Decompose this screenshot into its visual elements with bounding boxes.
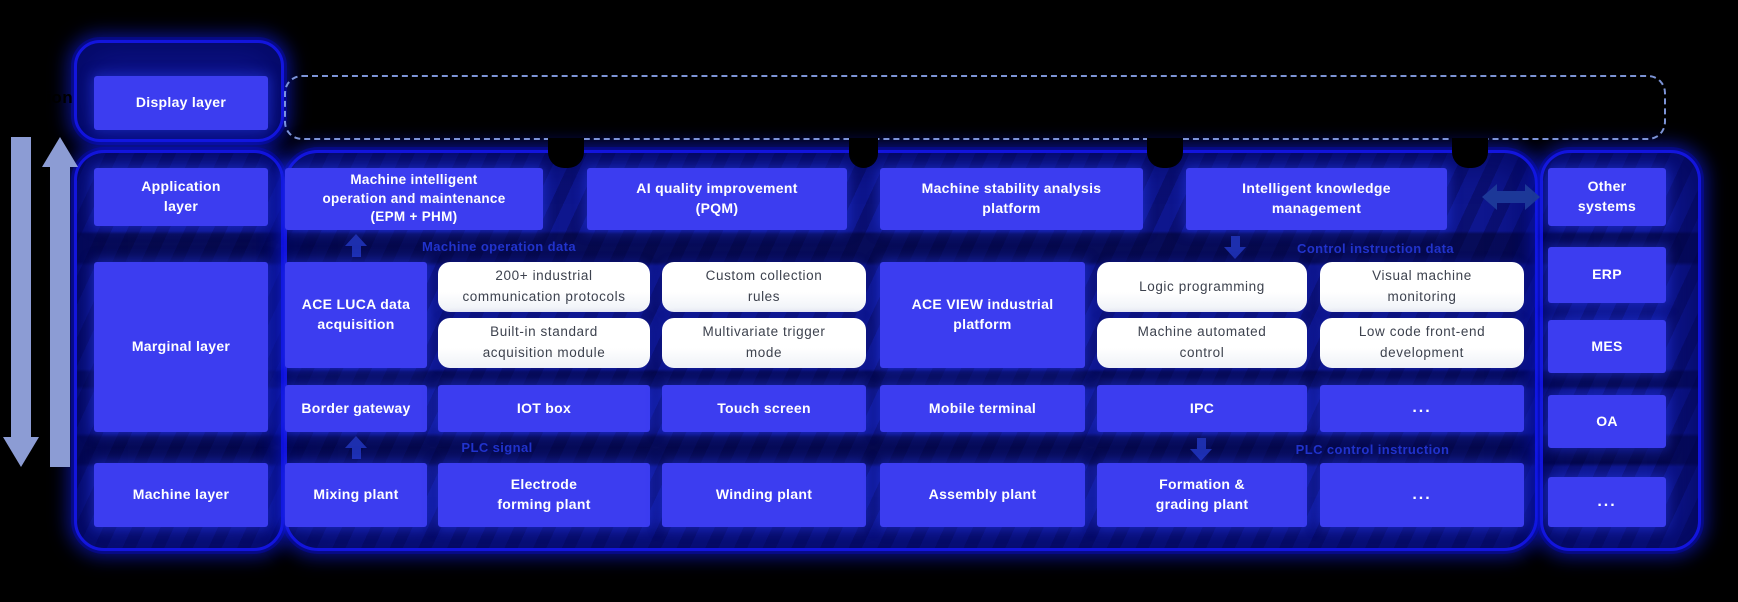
bidirectional-arrow-icon — [1482, 184, 1540, 210]
downward-flow-arrow-icon — [3, 137, 39, 467]
app-box-knowledge-management: Intelligent knowledge management — [1186, 168, 1447, 230]
plant-assembly: Assembly plant — [880, 463, 1085, 527]
external-erp: ERP — [1548, 247, 1666, 303]
plant-electrode-forming: Electrode forming plant — [438, 463, 650, 527]
plant-ellipsis: ... — [1320, 463, 1524, 527]
container-notch — [1452, 138, 1488, 168]
terminal-border-gateway: Border gateway — [285, 385, 427, 432]
feature-custom-collection-rules: Custom collection rules — [662, 262, 866, 312]
container-notch — [849, 138, 878, 168]
external-mes: MES — [1548, 320, 1666, 373]
feature-logic-programming: Logic programming — [1097, 262, 1307, 312]
arrow-shaft — [50, 167, 70, 467]
app-box-pqm: AI quality improvement (PQM) — [587, 168, 847, 230]
feature-visual-machine-monitoring: Visual machine monitoring — [1320, 262, 1524, 312]
terminal-iot-box: IOT box — [438, 385, 650, 432]
plant-winding: Winding plant — [662, 463, 866, 527]
up-arrow-icon — [345, 436, 367, 459]
app-box-stability-platform: Machine stability analysis platform — [880, 168, 1143, 230]
plc-control-instruction-label: PLC control instruction — [1295, 442, 1450, 457]
container-notch — [1147, 138, 1183, 168]
layer-label-machine: Machine layer — [94, 463, 268, 527]
feature-low-code-development: Low code front-end development — [1320, 318, 1524, 368]
feature-communication-protocols: 200+ industrial communication protocols — [438, 262, 650, 312]
terminal-touch-screen: Touch screen — [662, 385, 866, 432]
layer-label-marginal: Marginal layer — [94, 262, 268, 432]
arrow-shaft — [11, 137, 31, 437]
terminal-ipc: IPC — [1097, 385, 1307, 432]
feature-machine-automated-control: Machine automated control — [1097, 318, 1307, 368]
upward-flow-arrow-icon — [42, 137, 78, 467]
container-notch — [548, 138, 584, 168]
clipped-edge-label: tion — [40, 88, 74, 107]
terminal-ellipsis: ... — [1320, 385, 1524, 432]
down-arrow-icon — [1224, 236, 1246, 259]
machine-operation-data-label: Machine operation data — [422, 239, 576, 254]
plant-mixing: Mixing plant — [285, 463, 427, 527]
external-ellipsis: ... — [1548, 477, 1666, 527]
display-layer-dashed-outline — [284, 75, 1666, 140]
terminal-mobile-terminal: Mobile terminal — [880, 385, 1085, 432]
external-other-systems: Other systems — [1548, 168, 1666, 226]
layer-label-application: Application layer — [94, 168, 268, 226]
feature-multivariate-trigger-mode: Multivariate trigger mode — [662, 318, 866, 368]
arrow-head — [3, 437, 39, 467]
ace-luca-data-acquisition-box: ACE LUCA data acquisition — [285, 262, 427, 368]
app-box-epm-phm: Machine intelligent operation and mainte… — [285, 168, 543, 230]
ace-view-industrial-platform-box: ACE VIEW industrial platform — [880, 262, 1085, 368]
control-instruction-data-label: Control instruction data — [1297, 241, 1454, 256]
external-oa: OA — [1548, 395, 1666, 448]
feature-acquisition-module: Built-in standard acquisition module — [438, 318, 650, 368]
arrow-head — [42, 137, 78, 167]
up-arrow-icon — [345, 234, 367, 257]
layer-label-display: Display layer — [94, 76, 268, 130]
plant-formation-grading: Formation & grading plant — [1097, 463, 1307, 527]
plc-signal-label: PLC signal — [461, 440, 533, 455]
down-arrow-icon — [1190, 438, 1212, 461]
